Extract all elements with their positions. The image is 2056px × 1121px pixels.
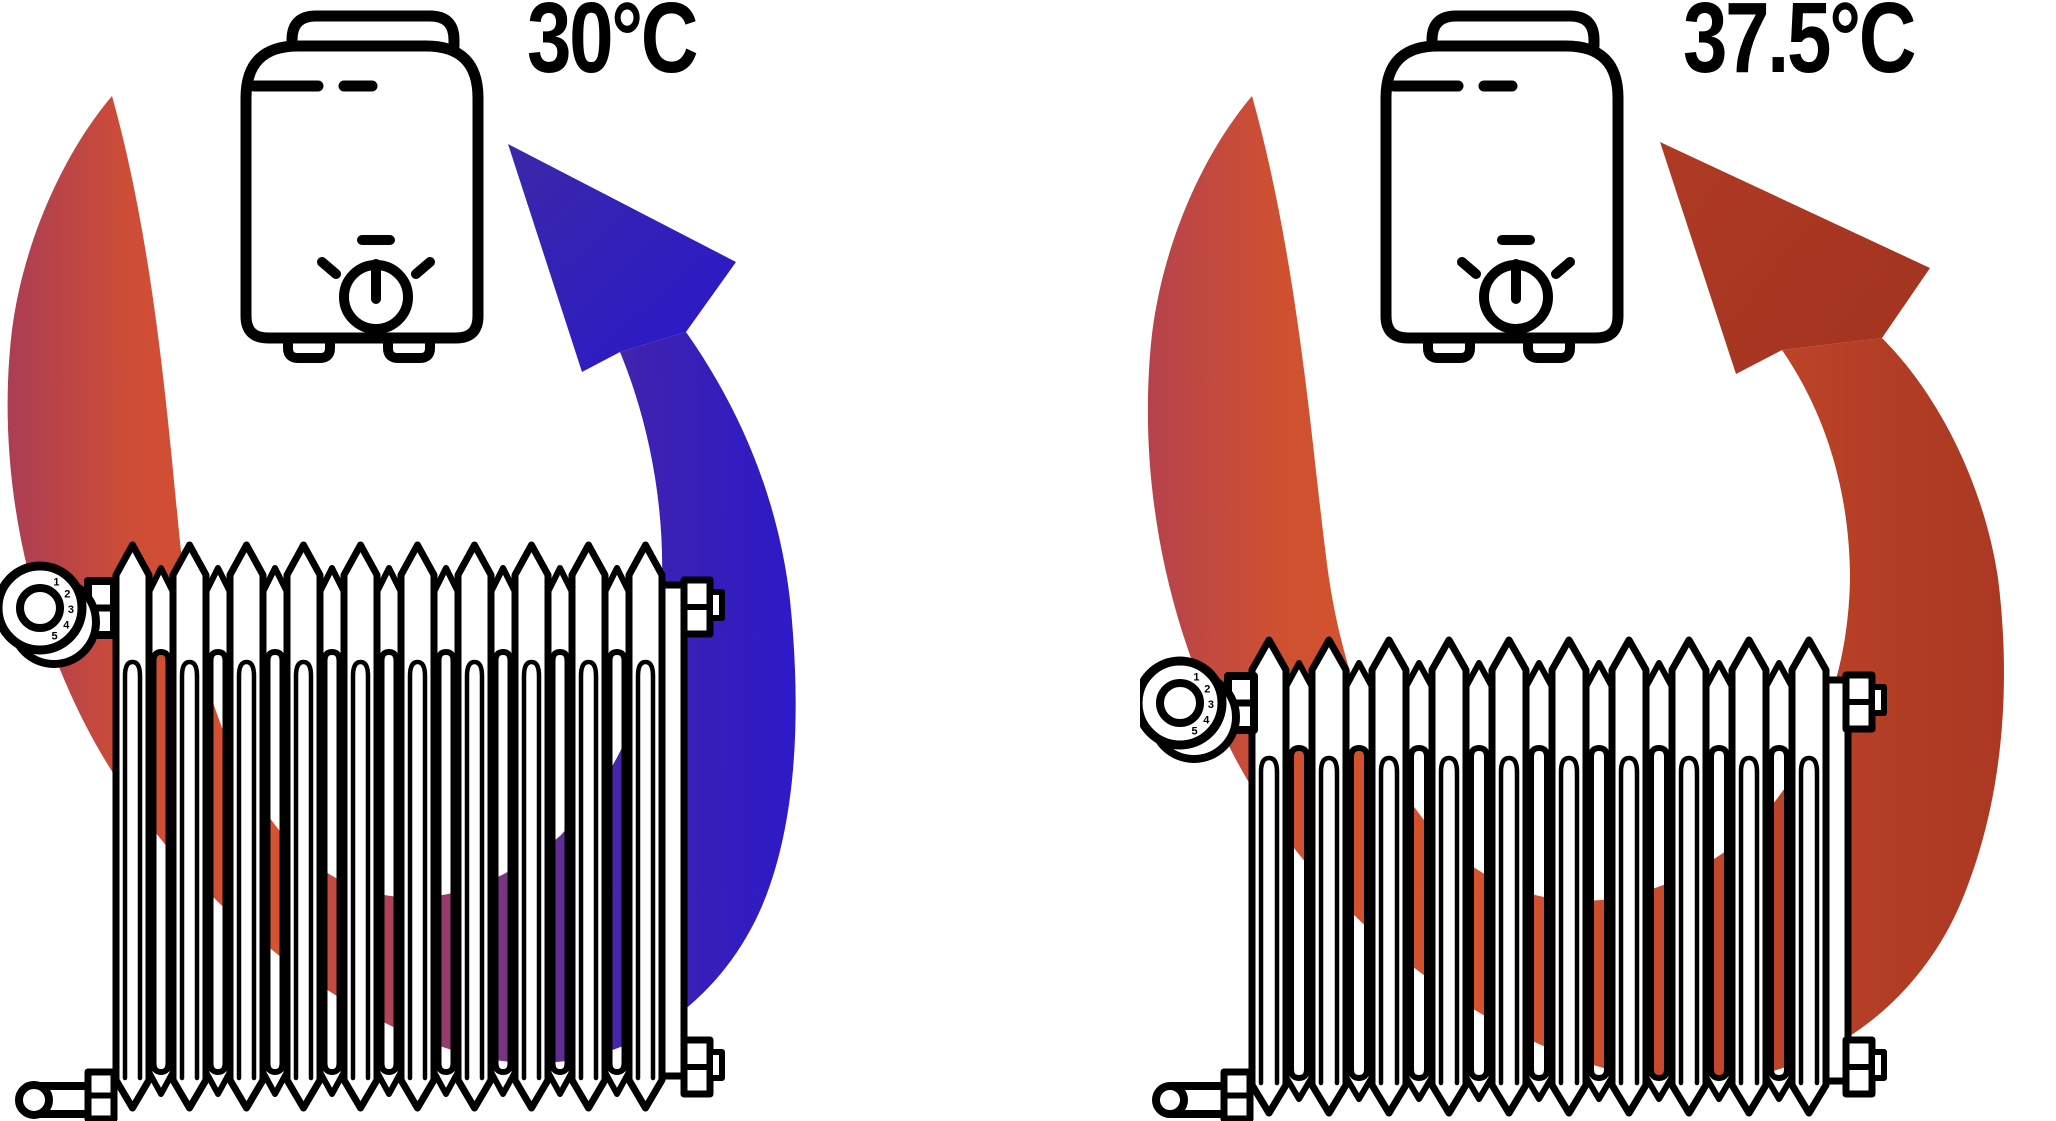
valve-scale-number: 1 [53,577,59,589]
boiler-radiator-flow-diagram: 12 3 45 [1140,10,2004,1121]
radiator-icon: 12 3 45 [0,541,725,1121]
radiator-section-arch-line [236,659,257,1081]
radiator-section [340,541,381,1112]
valve-scale-number: 3 [68,604,74,616]
radiator-section-arch-line [635,659,656,1081]
boiler-lid [1426,10,1600,52]
thermostatic-valve-icon: 12 3 45 [0,561,118,668]
radiator-section [112,541,153,1112]
radiator-section [397,541,438,1112]
radiator-section [625,541,666,1112]
radiator-section [1428,636,1470,1117]
valve-scale-number: 1 [1193,672,1199,684]
radiator-section-arch-line [407,659,428,1081]
boiler-temp-label-high: 37.5°C [1683,0,1916,94]
radiator-section-arch-line [1318,755,1340,1086]
valve-scale-number: 2 [1204,683,1210,695]
thermostatic-valve-icon: 12 3 45 [1140,656,1258,763]
radiator-section [169,541,210,1112]
radiator-section-arch-line [1678,755,1700,1086]
radiator-icon: 12 3 45 [1140,636,1887,1121]
radiator-section [1368,636,1410,1117]
return-pipe-end [15,1081,53,1119]
radiator-section-arch-line [122,659,143,1081]
radiator-section-arch-line [578,659,599,1081]
radiator-section [1728,636,1770,1117]
radiator-section-arch-line [521,659,542,1081]
radiator-back-section [1283,660,1315,1102]
radiator-section [1608,636,1650,1117]
boiler-dial-icon [317,235,435,334]
boiler-icon [1380,10,1624,363]
radiator-section [1488,636,1530,1117]
flow-arrowhead [1660,142,1930,374]
valve-scale-number: 3 [1208,699,1214,711]
radiator-section-arch-line [1738,755,1760,1086]
valve-scale-number: 4 [1203,714,1210,726]
valve-scale-number: 5 [51,630,57,642]
radiator-section [226,541,267,1112]
radiator-section [1788,636,1830,1117]
pipe-stub [707,589,725,621]
valve-scale-number: 2 [64,588,70,600]
valve-knob-center [1156,679,1204,727]
radiator-section [1548,636,1590,1117]
pipe-stub [1869,1049,1887,1081]
boiler-dial-icon [1457,235,1575,334]
pipe-stub [707,1049,725,1081]
radiator-section-arch-line [179,659,200,1081]
return-pipe-end [1152,1082,1188,1118]
radiator-section-arch-line [1558,755,1580,1086]
valve-scale-number: 4 [63,619,70,631]
radiator-back-section [317,565,347,1097]
radiator-section-arch-line [1618,755,1640,1086]
boiler-radiator-flow-diagram: 12 3 45 [0,10,796,1121]
radiator-section [511,541,552,1112]
radiator-section-arch-line [1498,755,1520,1086]
boiler-icon [240,10,484,363]
radiator-section [454,541,495,1112]
radiator-section-arch-line [293,659,314,1081]
flow-arrowhead [508,144,736,372]
pipe-stub [1869,684,1887,716]
valve-knob-center [16,584,64,632]
radiator-section-arch-line [1798,755,1820,1086]
valve-scale-number: 5 [1191,725,1197,737]
radiator-section [283,541,324,1112]
boiler-temp-label-low: 30°C [527,0,699,94]
radiator-section-arch-line [1438,755,1460,1086]
radiator-section [1308,636,1350,1117]
radiator-section-arch-line [1258,755,1280,1086]
radiator-section-arch-line [350,659,371,1081]
radiator-section [1668,636,1710,1117]
radiator-section-arch-line [1378,755,1400,1086]
radiator-section [568,541,609,1112]
boiler-lid [286,10,460,52]
radiator-section-arch-line [464,659,485,1081]
